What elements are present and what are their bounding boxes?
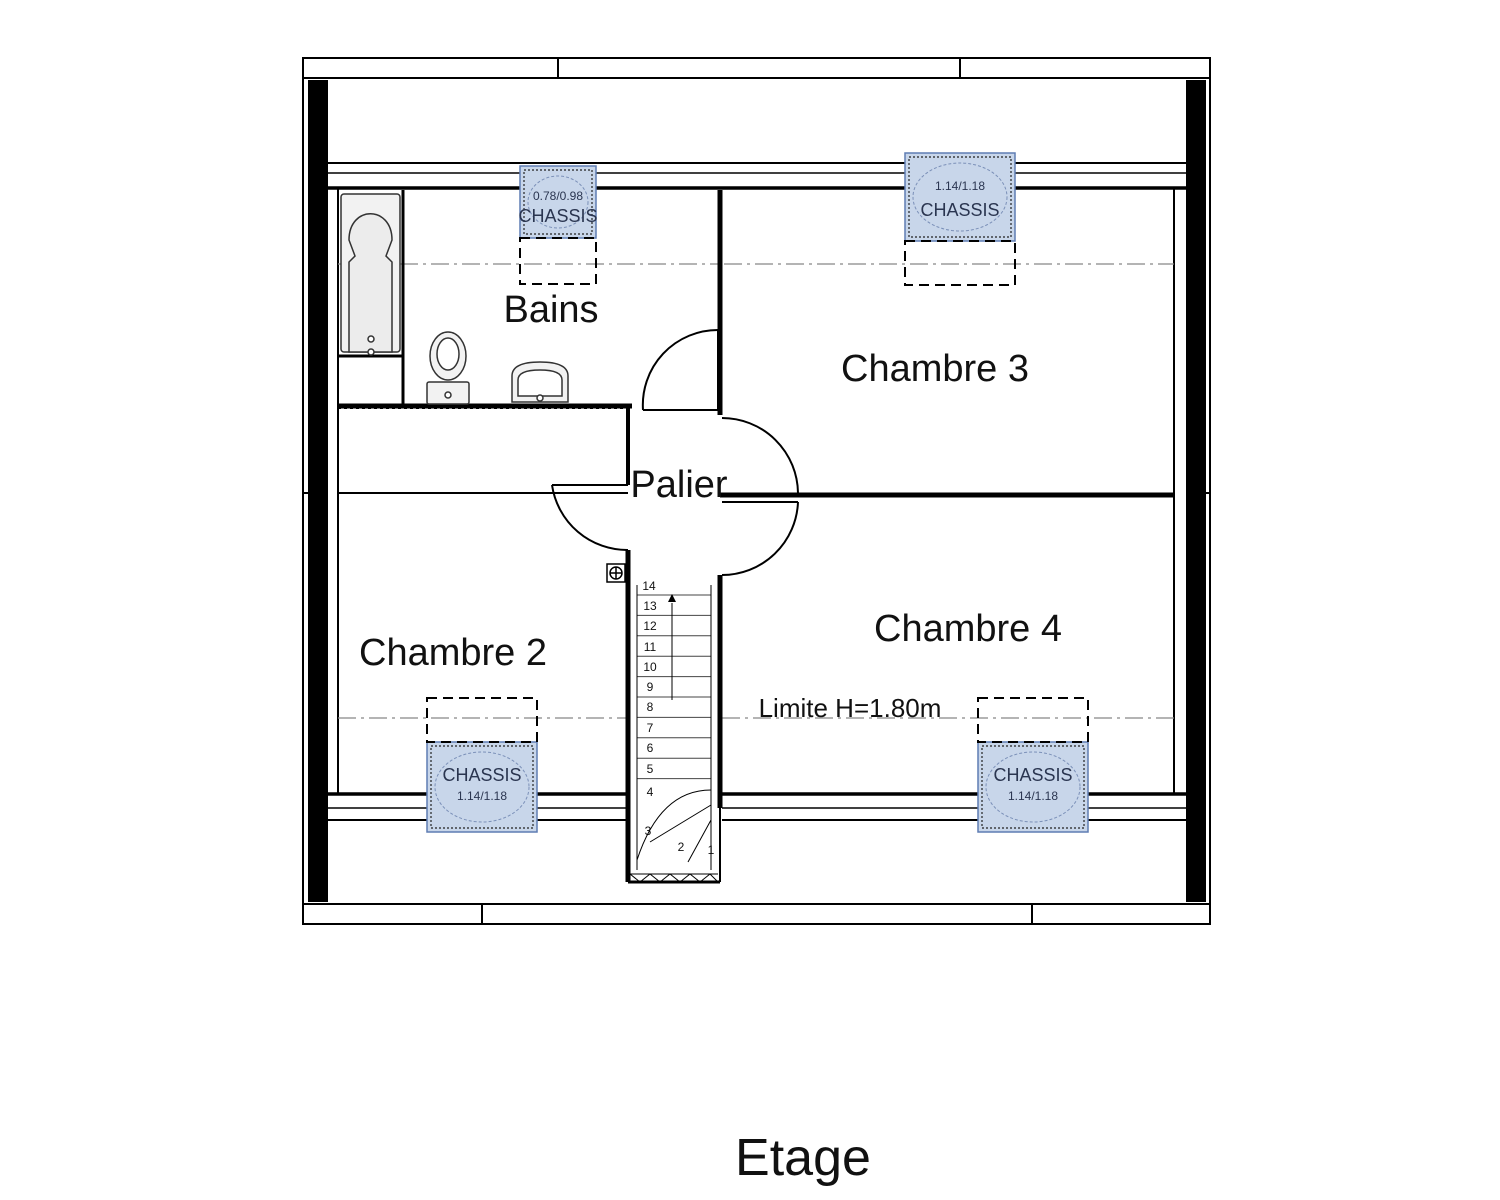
- skylight-dimension: 1.14/1.18: [457, 789, 507, 803]
- room-label-chambre-2: Chambre 2: [359, 632, 547, 674]
- skylight-inner-frame: [523, 169, 593, 235]
- stair-step-number: 2: [678, 840, 685, 854]
- skylight-inner-frame: [908, 156, 1012, 238]
- stair-step-number: 8: [647, 700, 654, 714]
- outer-frame: [302, 57, 1211, 925]
- skylight-chassis: CHASSIS 1.14/1.18: [426, 697, 538, 833]
- room-label-chambre-4: Chambre 4: [874, 608, 1062, 650]
- skylight-glass: [985, 751, 1081, 823]
- stair-direction-arrow-icon: [668, 594, 676, 602]
- stair-step-number: 9: [647, 680, 654, 694]
- skylight-projection: [977, 697, 1089, 743]
- stair-step-number: 3: [645, 824, 652, 838]
- skylight-dimension: 1.14/1.18: [1008, 789, 1058, 803]
- skylight-dimension: 0.78/0.98: [533, 189, 583, 203]
- skylight-label: CHASSIS: [442, 765, 521, 785]
- skylight-glass: [912, 162, 1008, 232]
- ventilation-icon: [606, 563, 626, 583]
- stair-step-number: 4: [647, 785, 654, 799]
- skylight-label: CHASSIS: [920, 200, 999, 220]
- toilet: [426, 331, 470, 405]
- gable-wall-left: [308, 80, 328, 902]
- stair-step-number: 10: [643, 660, 657, 674]
- knee-walls: [328, 162, 1186, 821]
- skylight-glass: [434, 751, 530, 823]
- room-label-chambre-3: Chambre 3: [841, 348, 1029, 390]
- skylight-projection: [519, 237, 597, 285]
- skylight-glass: [527, 175, 589, 229]
- skylight-chassis: CHASSIS 1.14/1.18: [904, 152, 1016, 286]
- stair-step-number: 11: [644, 640, 657, 654]
- partition-walls: [338, 190, 1174, 884]
- washbasin: [511, 361, 569, 403]
- skylight-frame: [519, 165, 597, 239]
- room-label-bains: Bains: [503, 289, 598, 331]
- skylight-frame: [977, 741, 1089, 833]
- stair-step-number: 7: [647, 721, 654, 735]
- skylight-frame: [904, 152, 1016, 242]
- skylight-chassis: CHASSIS 1.14/1.18: [977, 697, 1089, 833]
- stair-step-number: 14: [642, 579, 656, 593]
- skylight-frame: [426, 741, 538, 833]
- plan-title: Etage: [0, 1128, 1500, 1188]
- stair-step-number: 5: [647, 762, 654, 776]
- skylight-projection: [904, 240, 1016, 286]
- skylight-label: CHASSIS: [518, 206, 597, 226]
- stair-step-number: 6: [647, 741, 654, 755]
- height-limit-annotation: Limite H=1.80m: [759, 693, 942, 723]
- skylight-dimension: 1.14/1.18: [935, 179, 985, 193]
- skylight-chassis: CHASSIS 0.78/0.98: [518, 165, 598, 285]
- stair-step-number: 12: [643, 619, 657, 633]
- stair-step-number: 13: [643, 599, 657, 613]
- doors: [551, 328, 799, 577]
- skylights: CHASSIS0.78/0.98CHASSIS1.14/1.18CHASSIS1…: [426, 152, 1089, 833]
- room-label-palier: Palier: [630, 464, 727, 506]
- plan-title-text: Etage: [735, 1129, 871, 1187]
- gable-wall-right: [1186, 80, 1206, 902]
- skylight-projection: [426, 697, 538, 743]
- skylight-label: CHASSIS: [993, 765, 1072, 785]
- bathtub: [340, 193, 401, 356]
